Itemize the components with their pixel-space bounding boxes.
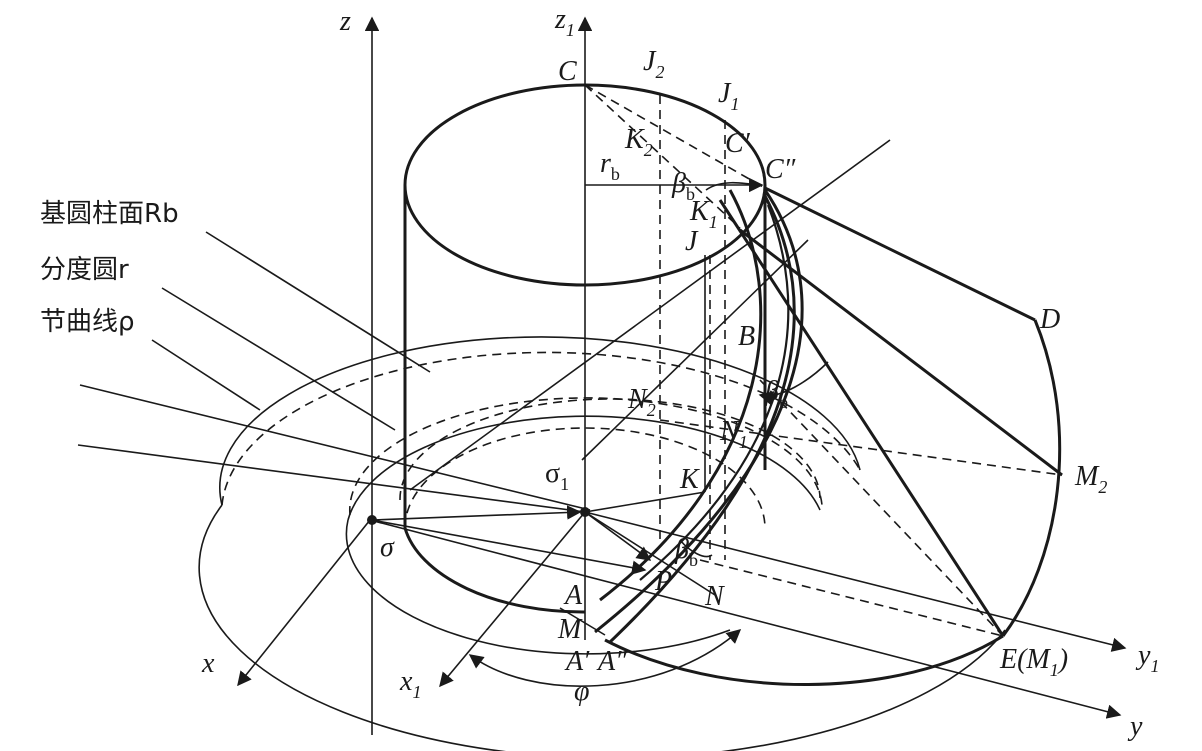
label-N2: N2 — [627, 384, 656, 420]
cylinder-bottom-back — [404, 427, 766, 529]
label-M2: M2 — [1074, 461, 1107, 497]
label-K1: K1 — [689, 196, 718, 232]
label-z1: z1 — [554, 4, 575, 40]
callout-reference-circle: 分度圆r — [40, 255, 129, 285]
label-K2: K2 — [624, 124, 653, 160]
phi-arc — [468, 629, 742, 687]
label-B: B — [738, 321, 755, 352]
cylinder-bottom-front — [403, 527, 586, 614]
label-N: N — [704, 581, 725, 612]
callout-leaders — [77, 231, 591, 513]
y-axis — [369, 519, 1122, 719]
label-M: M — [557, 614, 583, 645]
label-J1: J1 — [718, 78, 739, 114]
label-y: y — [1127, 711, 1143, 742]
label-P: P — [654, 566, 672, 597]
callouts: 基圆柱面Rb 分度圆r 节曲线ρ — [40, 199, 179, 337]
label-C: C — [558, 56, 577, 87]
callout-pitch-curve: 节曲线ρ — [40, 307, 135, 337]
label-sigma: σ — [380, 532, 395, 563]
sigma1-point — [580, 507, 590, 517]
label-D: D — [1039, 304, 1060, 335]
label-A: A — [563, 580, 583, 611]
label-beta-b-mid: βb — [764, 376, 788, 412]
label-beta-b-low: βb — [674, 534, 698, 570]
label-N1: N1 — [719, 416, 748, 452]
sigma-point — [367, 515, 377, 525]
vectors — [371, 181, 829, 687]
label-A-double: A″ — [596, 646, 627, 677]
label-J2: J2 — [643, 46, 664, 82]
label-E-M1: E(M1) — [999, 644, 1068, 680]
label-beta-b-top: βb — [671, 168, 695, 204]
label-phi: φ — [574, 676, 590, 707]
label-K: K — [679, 464, 700, 495]
y1-axis — [584, 511, 1127, 652]
point-dots — [367, 507, 590, 525]
x1-axis — [439, 511, 586, 688]
label-rb: rb — [600, 148, 620, 184]
label-x1: x1 — [399, 666, 421, 702]
label-A-prime: A′ — [564, 646, 590, 677]
label-y1: y1 — [1135, 640, 1159, 676]
point-labels: z z1 C J2 J1 K2 C′ C″ rb βb K1 J D B βb … — [201, 4, 1159, 742]
label-sigma1: σ1 — [545, 458, 569, 494]
axes — [237, 16, 1127, 735]
ground-ellipses — [198, 336, 1006, 751]
oblique-line-upper — [409, 139, 891, 491]
label-C-double: C″ — [765, 154, 796, 185]
label-x: x — [201, 648, 215, 679]
label-z: z — [339, 6, 351, 37]
label-J: J — [685, 226, 699, 257]
x-axis — [237, 519, 371, 687]
callout-base-cylinder: 基圆柱面Rb — [40, 199, 179, 229]
label-C-prime: C′ — [725, 128, 751, 159]
